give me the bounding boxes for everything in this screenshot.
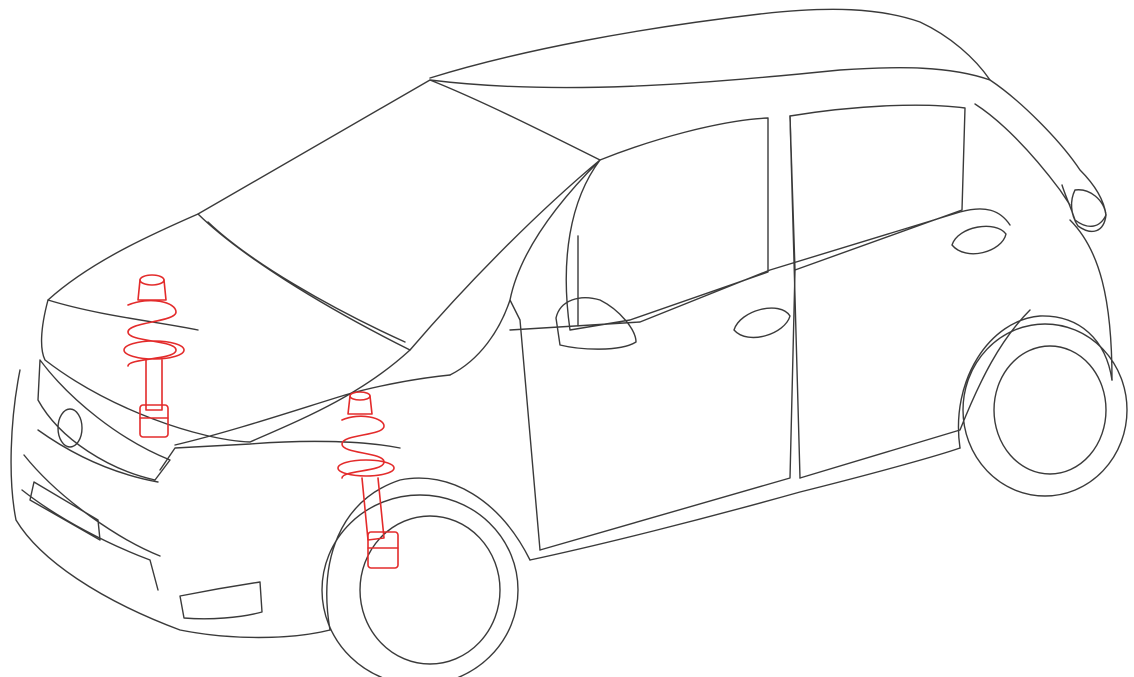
rear-quarter — [975, 104, 1070, 205]
front-right-strut-assembly — [338, 392, 398, 568]
strut-spring-seat — [124, 341, 184, 359]
strut-coil-spring — [342, 416, 384, 478]
lower-grille — [30, 482, 100, 540]
front-bumper — [11, 370, 330, 638]
strut-body — [362, 478, 384, 540]
front-door — [510, 160, 795, 550]
fog-light — [180, 582, 262, 619]
bumper-line-2 — [22, 490, 158, 590]
sill — [530, 448, 960, 560]
rear-rim — [994, 346, 1106, 474]
strut-top-mount — [350, 392, 370, 400]
grille-upper — [38, 430, 158, 482]
strut-coil-spring — [128, 301, 176, 366]
roof-line — [430, 9, 990, 80]
hood-crease — [48, 300, 198, 330]
front-emblem — [58, 409, 82, 447]
car-outline — [11, 9, 1127, 677]
front-door-handle — [734, 308, 790, 337]
strut-body — [146, 360, 162, 410]
rear-window — [790, 105, 965, 270]
front-window — [566, 118, 768, 330]
side-lower — [450, 300, 540, 550]
headlight — [38, 360, 170, 480]
front-tire — [322, 495, 518, 677]
roof-inner-line — [430, 68, 990, 88]
hood-edge — [175, 375, 450, 445]
bumper-chin — [160, 441, 400, 470]
front-left-strut-assembly — [124, 275, 184, 437]
strut-spring-seat — [338, 460, 394, 476]
tail-light — [1072, 190, 1106, 232]
front-wheel-arch — [327, 478, 530, 630]
windshield — [198, 80, 600, 350]
hood — [42, 214, 410, 442]
rear-door-handle — [952, 226, 1006, 253]
strut-top-mount — [140, 275, 164, 285]
belt-line — [510, 209, 1010, 330]
rear-hatch — [990, 80, 1106, 226]
windshield-inner — [208, 222, 405, 342]
